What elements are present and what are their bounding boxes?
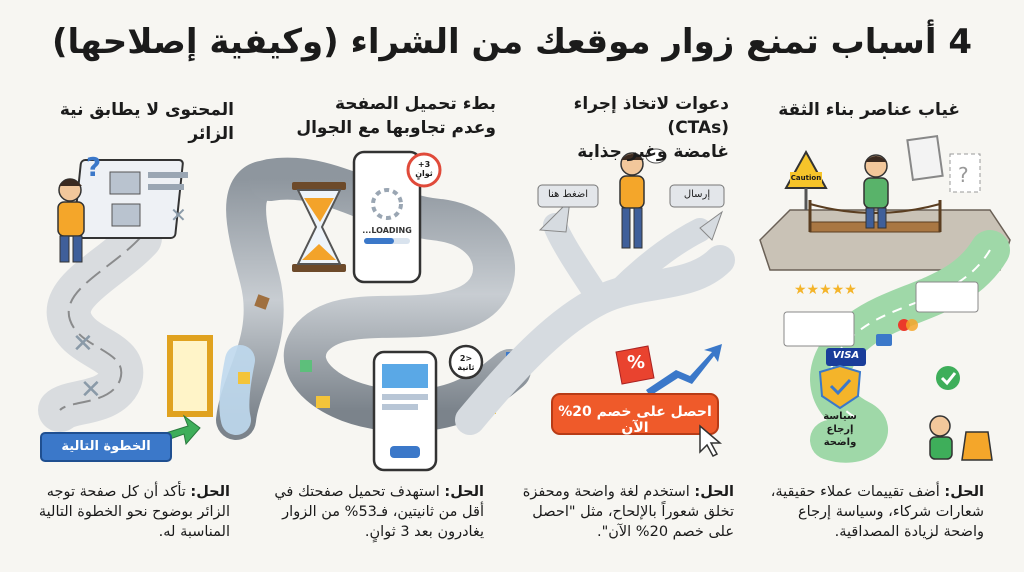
bank-card-icon	[876, 334, 892, 346]
cursor-icon	[699, 424, 723, 457]
question-mark-icon: ?	[86, 153, 101, 183]
svg-text:✕: ✕	[72, 329, 94, 359]
visa-logo-shape	[826, 348, 866, 366]
shield-check-icon	[818, 364, 862, 410]
percent-badge: %	[626, 352, 646, 373]
stone-path: ✕ ✕	[38, 216, 162, 432]
review-card-1	[915, 281, 979, 313]
review-card-2	[783, 311, 855, 347]
section-2-title: دعوات لاتخاذ إجراء (CTAs) غامضة وغير جذا…	[573, 94, 729, 162]
cta-discount-button[interactable]: احصل على خصم 20% الآن	[558, 404, 712, 436]
section-3-solution: الحل: استهدف تحميل صفحتك في أقل من ثانيت…	[274, 484, 484, 540]
trend-arrow-icon	[646, 344, 722, 396]
fast-phone	[372, 350, 438, 472]
worried-visitor	[863, 154, 889, 229]
star-icon: ★★★★★	[794, 282, 857, 298]
percent-tag-icon	[615, 345, 655, 385]
vague-button-right-shape	[669, 184, 725, 208]
visa-label: VISA	[832, 350, 860, 361]
svg-text:?: ?	[958, 163, 969, 187]
vague-button-left-shape	[537, 184, 599, 208]
next-step-button[interactable]: الخطوة التالية	[40, 432, 172, 462]
return-policy-badge: سياسة إرجاع واضحة	[823, 411, 857, 448]
click-here-button[interactable]: اضغط هنا	[547, 189, 589, 200]
happy-shopper	[929, 415, 953, 460]
timer-slow: 3+ ثوانٍ	[415, 160, 433, 178]
svg-text:✕: ✕	[80, 375, 102, 405]
send-button[interactable]: إرسال	[683, 189, 711, 200]
shopping-bag-icon	[961, 431, 993, 461]
missing-frame	[949, 153, 981, 193]
doorway	[167, 335, 213, 417]
caution-label: Caution	[790, 174, 822, 182]
confused-user	[619, 148, 667, 249]
section-1-solution: الحل: أضف تقييمات عملاء حقيقية، شعارات ش…	[770, 484, 984, 540]
forked-road	[455, 198, 735, 435]
section-4-solution: الحل: تأكد أن كل صفحة توجه الزائر بوضوح …	[38, 484, 230, 540]
section-1-title: غياب عناصر بناء الثقة	[778, 100, 960, 120]
hourglass-icon	[292, 182, 346, 272]
check-circle-icon	[936, 366, 960, 390]
svg-text:★★★★★: ★★★★★	[794, 282, 857, 298]
svg-text:✕: ✕	[170, 203, 187, 227]
cta-button-shape	[551, 393, 719, 435]
section-3-title: بطء تحميل الصفحة وعدم تجاوبها مع الجوال	[296, 94, 496, 138]
loading-phone	[352, 150, 422, 284]
empty-frame	[906, 134, 944, 182]
loading-text: LOADING...	[362, 226, 412, 235]
section-2-solution: الحل: استخدم لغة واضحة ومحفزة تخلق شعورا…	[522, 484, 734, 540]
caution-sign-icon	[784, 149, 828, 210]
page-title: 4 أسباب تمنع زوار موقعك من الشراء (وكيفي…	[51, 22, 973, 62]
cliff-bridge	[759, 200, 1011, 271]
confused-visitor	[57, 178, 85, 263]
section-4-title: المحتوى لا يطابق نية الزائر	[59, 100, 234, 144]
timer-fast: <2 ثانية	[457, 354, 475, 372]
stopwatch-icon	[406, 152, 484, 380]
